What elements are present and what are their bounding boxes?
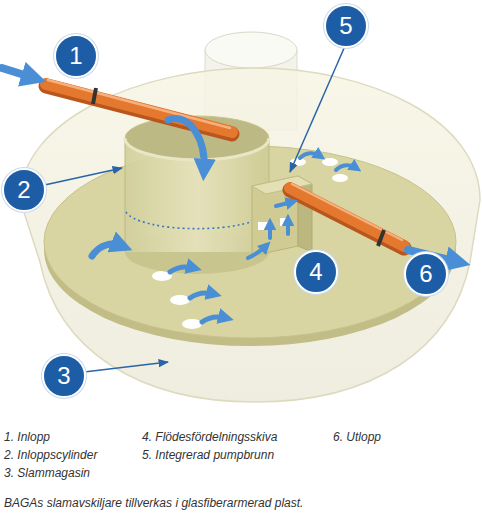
outlet-pipe (290, 184, 404, 248)
pipe-seal (378, 230, 384, 246)
box-opening (258, 222, 268, 230)
caption: BAGAs slamavskiljare tillverkas i glasfi… (4, 496, 303, 510)
legend-entry: 3. Slammagasin (4, 466, 90, 480)
disc-hole (332, 174, 348, 182)
cylinder-edge (125, 138, 126, 252)
flow-arrow (276, 202, 292, 206)
flow-arrows (2, 68, 458, 322)
pipe-seal (93, 88, 96, 104)
flow-arrow (170, 267, 194, 272)
tank-shell (20, 68, 480, 402)
inlet-cylinder (125, 116, 269, 274)
legend-entry: 2. Inloppscylinder (4, 448, 97, 462)
inlet-pipe (46, 80, 232, 134)
callout-number: 6 (404, 252, 448, 296)
callout-number: 4 (294, 250, 338, 294)
flow-arrow (202, 317, 226, 322)
pipe (46, 84, 232, 132)
flow-arrow (336, 165, 356, 170)
disc-hole (322, 158, 338, 166)
flow-arrow (286, 220, 290, 234)
flow-arrow (92, 244, 122, 256)
flow-arrow (168, 119, 204, 170)
callout-number: 2 (2, 168, 46, 212)
flow-arrow (300, 153, 320, 158)
flow-arrow (268, 224, 272, 238)
legend-entry: 5. Integrerad pumpbrunn (142, 448, 274, 462)
leader-line (84, 362, 168, 372)
water-level (126, 212, 268, 229)
leader-lines (40, 46, 345, 372)
inflow-arrow (2, 68, 34, 78)
callout-number: 5 (324, 4, 368, 48)
legend-entry: 1. Inlopp (4, 430, 50, 444)
legend-entry: 6. Utlopp (333, 430, 381, 444)
flow-arrow (248, 246, 266, 258)
pipe-highlight (48, 80, 230, 128)
callout-number: 3 (42, 354, 86, 398)
leader-line (290, 46, 345, 172)
disc-hole (170, 295, 190, 305)
callout-number: 1 (54, 34, 98, 78)
riser-top (205, 32, 297, 68)
disc-hole (182, 319, 202, 329)
legend-entry: 4. Flödesfördelningsskiva (142, 430, 277, 444)
flow-arrow (190, 293, 214, 298)
pipe (290, 188, 404, 246)
leader-line (40, 168, 122, 186)
